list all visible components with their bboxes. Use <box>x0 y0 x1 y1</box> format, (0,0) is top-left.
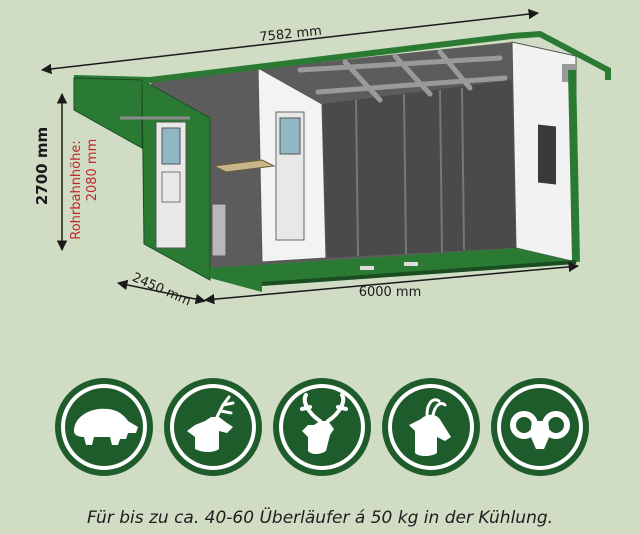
depth-label: 2450 mm <box>130 270 193 309</box>
deer-stag-icon <box>164 378 262 476</box>
rail-height-label: Rohrbahnhöhe: <box>69 140 84 240</box>
chamois-icon <box>382 378 480 476</box>
floor-length-label: 6000 mm <box>359 285 422 300</box>
rail-height-value: 2080 mm <box>85 139 100 202</box>
dimension-lines <box>40 8 580 305</box>
fallow-deer-icon <box>273 378 371 476</box>
capacity-caption: Für bis zu ca. 40-60 Überläufer á 50 kg … <box>86 508 554 528</box>
wild-boar-icon <box>55 378 153 476</box>
container-illustration <box>73 30 611 292</box>
mouflon-icon <box>491 378 589 476</box>
total-length-label: 7582 mm <box>259 24 323 45</box>
height-label: 2700 mm <box>33 127 51 205</box>
